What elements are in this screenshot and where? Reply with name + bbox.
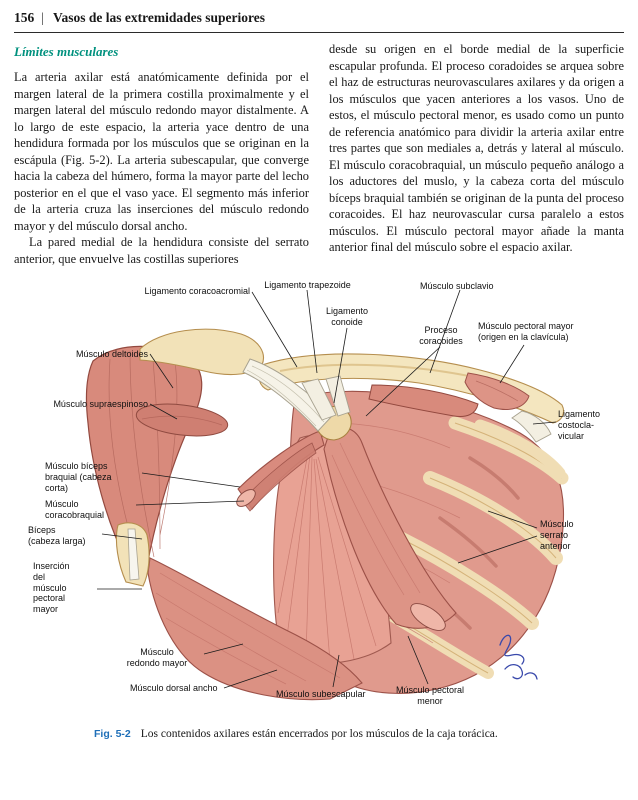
coracoacromial-ligament	[242, 358, 333, 433]
anatomy-illustration	[85, 290, 569, 701]
header-separator: |	[41, 10, 44, 25]
right-column: desde su origen en el borde medial de la…	[329, 41, 624, 267]
section-heading: Límites musculares	[14, 44, 119, 59]
figure-5-2: Ligamento coracoacromial Ligamento trape…	[0, 273, 638, 725]
page-number: 156	[14, 10, 35, 25]
figure-caption: Fig. 5-2 Los contenidos axilares están en…	[14, 728, 624, 740]
figure-label-musculo-dorsal-ancho: Músculo dorsal ancho	[130, 683, 218, 694]
figure-label-musculo-serrato-anterior: Músculo serrato anterior	[540, 519, 574, 551]
left-column: Límites musculares La arteria axilar est…	[14, 41, 309, 267]
artist-signature	[499, 635, 538, 680]
teres-major-dorsal-ancho	[147, 557, 363, 701]
chapter-title: Vasos de las extremidades superiores	[52, 10, 265, 25]
figure-label-musculo-redondo-mayor: Músculo redondo mayor	[126, 647, 188, 668]
paragraph-right-1: desde su origen en el borde medial de la…	[329, 42, 624, 254]
paragraph-left-1: La arteria axilar está anatómicamente de…	[14, 70, 309, 233]
figure-label-musculo-biceps-braquial-corta: Músculo bíceps braquial (cabeza corta)	[45, 461, 112, 493]
pectoralis-major-origin	[464, 372, 530, 411]
figure-label-musculo-supraespinoso: Músculo supraespinoso	[53, 399, 148, 410]
coracobrachialis-biceps-short	[236, 430, 325, 512]
paragraph-left-2: La pared medial de la hendidura consiste…	[14, 235, 309, 266]
figure-caption-text: Los contenidos axilares están encerrados…	[140, 728, 498, 741]
biceps-long-tendon	[127, 528, 140, 581]
body-columns: Límites musculares La arteria axilar est…	[14, 41, 624, 267]
figure-label-ligamento-costoclavicular: Ligamento costocla- vicular	[558, 409, 601, 441]
figure-label-ligamento-conoide: Ligamento conoide	[325, 306, 369, 327]
figure-caption-label: Fig. 5-2	[94, 728, 131, 741]
page-header: 156 | Vasos de las extremidades superior…	[14, 10, 624, 26]
figure-label-ligamento-coracoacromial: Ligamento coracoacromial	[144, 286, 250, 297]
figure-label-ligamento-trapezoide: Ligamento trapezoide	[264, 280, 351, 291]
figure-label-insercion-pectoral-mayor: Inserción del músculo pectoral mayor	[33, 561, 70, 614]
figure-label-proceso-coracoides: Proceso coracoides	[419, 325, 463, 346]
pectoralis-minor-muscle	[323, 427, 457, 632]
header-rule	[14, 32, 624, 33]
first-rib-bone	[474, 419, 566, 479]
figure-label-musculo-subescapular: Músculo subescapular	[276, 689, 366, 700]
conoid-ligament	[325, 375, 351, 417]
figure-label-musculo-deltoides: Músculo deltoides	[75, 349, 148, 360]
trapezoid-ligament	[301, 378, 337, 421]
figure-label-musculo-coracobraquial: Músculo coracobraquial	[45, 499, 105, 520]
figure-label-biceps-cabeza-larga: Bíceps (cabeza larga)	[28, 525, 86, 546]
bones-group	[115, 329, 566, 587]
costoclavicular-ligament	[511, 410, 552, 443]
ligaments-group	[127, 358, 552, 581]
figure-label-musculo-pectoral-menor: Músculo pectoral menor	[395, 685, 465, 706]
subclavius-muscle	[368, 384, 479, 418]
leader-lines	[97, 290, 557, 689]
supraspinatus-muscle	[135, 403, 229, 437]
figure-label-musculo-pectoral-mayor-origen: Músculo pectoral mayor (origen en la cla…	[478, 321, 574, 342]
figure-label-musculo-subclavio: Músculo subclavio	[420, 281, 494, 292]
